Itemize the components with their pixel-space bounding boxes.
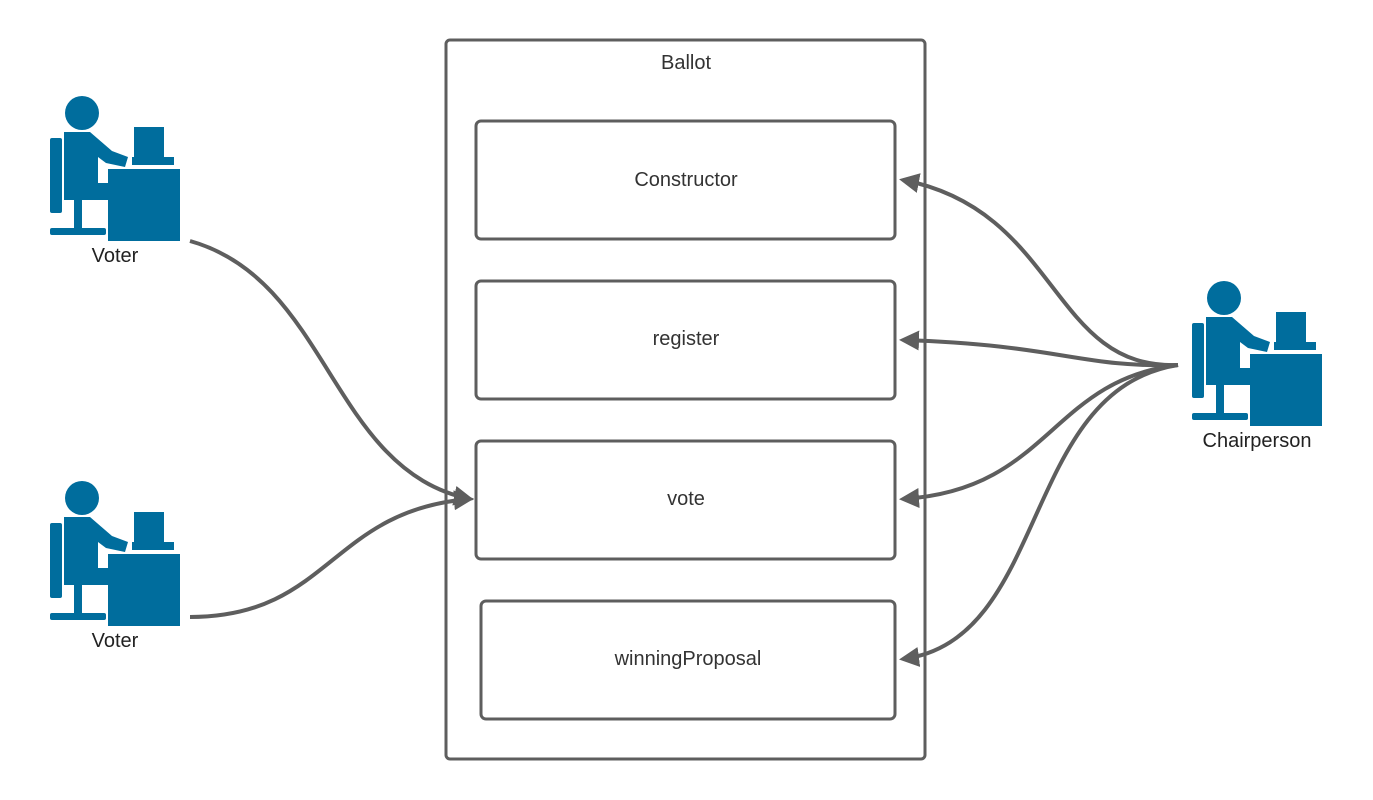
function-label-vote: vote (667, 488, 705, 510)
function-winning-proposal: winningProposal (479, 599, 897, 721)
function-label-constructor: Constructor (634, 169, 738, 191)
actor-label-chairperson: Chairperson (1203, 430, 1312, 452)
actor-voter-1: Voter (50, 96, 180, 267)
function-box-winning-proposal (479, 599, 897, 721)
connector-chairperson-to-winning-proposal (899, 363, 1179, 667)
function-label-register: register (653, 328, 720, 350)
person-at-computer-icon (50, 481, 180, 626)
connector-voter-2-to-vote (189, 490, 474, 619)
person-at-computer-icon (50, 96, 180, 241)
function-label-winning-proposal: winningProposal (614, 648, 762, 670)
actor-label-voter-1: Voter (92, 245, 139, 267)
connector-chairperson-to-register (899, 330, 1179, 368)
person-at-computer-icon (1192, 281, 1322, 426)
function-vote: vote (474, 439, 897, 561)
actor-label-voter-2: Voter (92, 630, 139, 652)
function-box-vote (474, 439, 897, 561)
connector-voter-1-to-vote (189, 239, 474, 506)
function-box-register (474, 279, 897, 401)
actor-chairperson: Chairperson (1192, 281, 1322, 452)
function-constructor: Constructor (474, 119, 897, 241)
actor-voter-2: Voter (50, 481, 180, 652)
function-register: register (474, 279, 897, 401)
function-box-constructor (474, 119, 897, 241)
connector-chairperson-to-constructor (899, 173, 1179, 368)
connector-chairperson-to-vote (899, 363, 1179, 508)
ballot-title: Ballot (661, 52, 711, 74)
